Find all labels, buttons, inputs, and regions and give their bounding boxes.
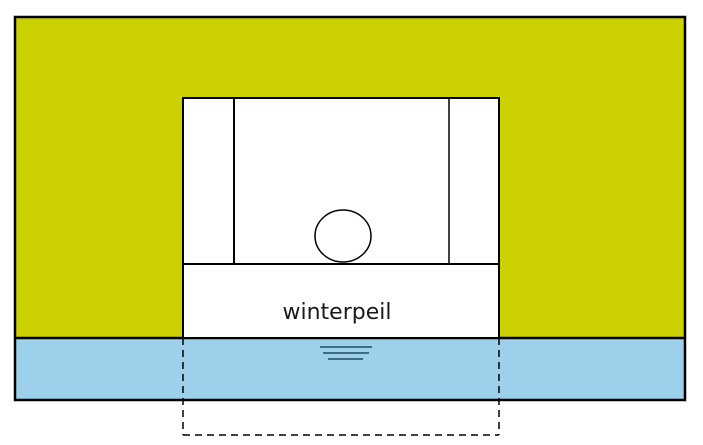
pipe-circle (314, 209, 372, 263)
water-level-icon (320, 346, 372, 360)
dashed-outline (182, 338, 500, 436)
level-label: winterpeil (283, 300, 392, 325)
water-layer (15, 338, 685, 400)
outer-border (13, 15, 687, 402)
